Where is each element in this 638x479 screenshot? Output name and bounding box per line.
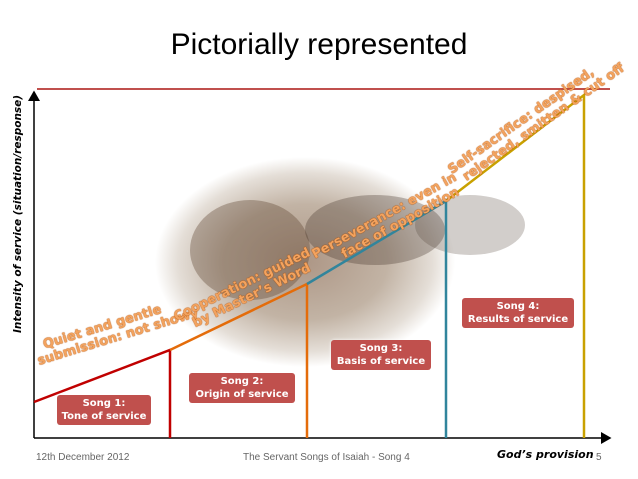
photo-shade-right-2 (415, 195, 525, 255)
song4-segment (445, 92, 586, 438)
y-axis-label: Intensity of service (situation/response… (12, 94, 24, 333)
song1-title: Song 1: (82, 398, 126, 409)
song2-badge: Song 2: Origin of service (189, 373, 295, 403)
song4-badge: Song 4: Results of service (462, 298, 574, 328)
song3-subtitle: Basis of service (336, 356, 426, 367)
photo-shade-right (305, 195, 445, 265)
song1-subtitle: Tone of service (61, 411, 147, 422)
footer-date: 12th December 2012 (36, 452, 130, 463)
song4-subtitle: Results of service (467, 314, 569, 325)
photo-oval (155, 157, 455, 367)
page-number: 5 (596, 452, 602, 463)
x-axis-label: God’s provision (497, 448, 594, 461)
slide-title: Pictorially represented (170, 28, 468, 61)
song3-badge: Song 3: Basis of service (331, 340, 431, 370)
footer-center: The Servant Songs of Isaiah - Song 4 (243, 452, 410, 463)
photo-shade-left (190, 200, 310, 300)
song2-subtitle: Origin of service (195, 389, 289, 400)
song1-badge: Song 1: Tone of service (57, 395, 151, 425)
song4-title: Song 4: (496, 301, 540, 312)
song2-title: Song 2: (220, 376, 264, 387)
song3-title: Song 3: (359, 343, 403, 354)
